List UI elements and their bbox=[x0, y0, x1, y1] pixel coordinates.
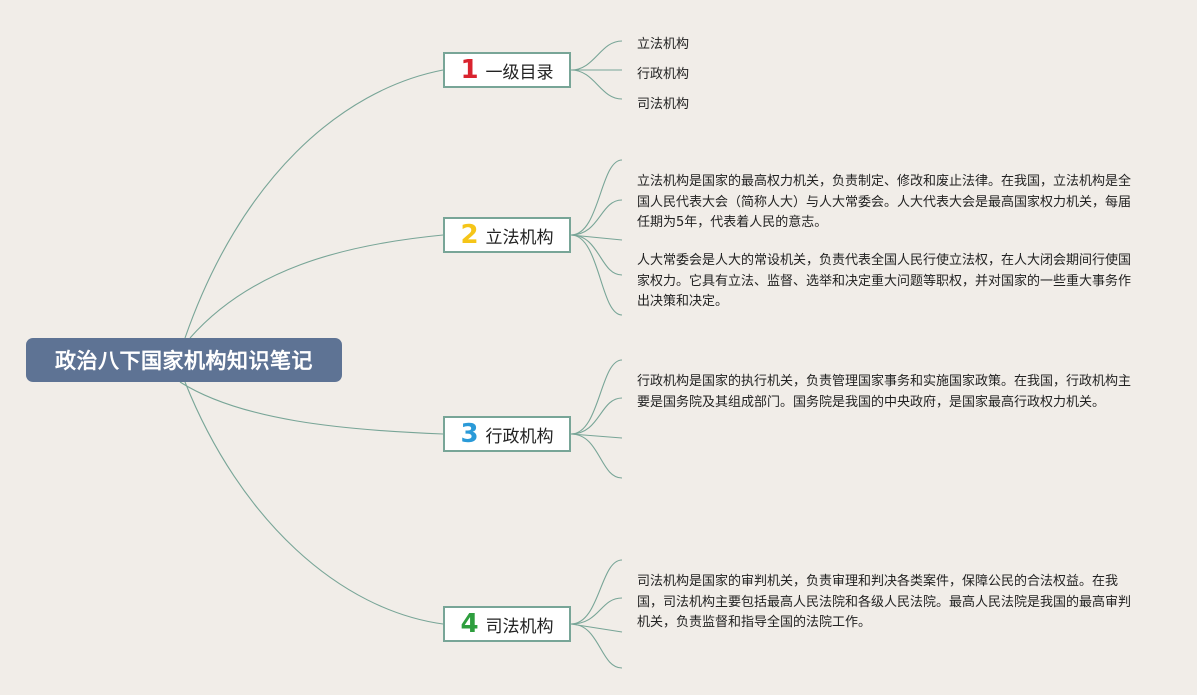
connector-root-branch2 bbox=[189, 234, 444, 339]
connector-root-branch4 bbox=[184, 381, 444, 625]
connector-b1-leaf3 bbox=[570, 69, 623, 100]
connector-b1-leaf1 bbox=[570, 40, 623, 71]
note-executive: 行政机构是国家的执行机关，负责管理国家事务和实施国家政策。在我国，行政机构主要是… bbox=[637, 374, 1132, 410]
connector-root-branch1 bbox=[184, 69, 444, 339]
root-title: 政治八下国家机构知识笔记 bbox=[55, 349, 313, 373]
note-judicial: 司法机构是国家的审判机关，负责审理和判决各类案件，保障公民的合法权益。在我国，司… bbox=[637, 574, 1132, 630]
branch-topic-4[interactable]: 4 司法机构 bbox=[443, 606, 571, 642]
branch-number-2: 2 bbox=[460, 220, 479, 250]
branch-number-3: 3 bbox=[460, 419, 479, 449]
root-topic[interactable]: 政治八下国家机构知识笔记 bbox=[26, 338, 342, 382]
branch-topic-1[interactable]: 1 一级目录 bbox=[443, 52, 571, 88]
toc-item-judicial[interactable]: 司法机构 bbox=[637, 97, 690, 112]
branch-label-2: 立法机构 bbox=[485, 227, 554, 248]
branch-topic-2[interactable]: 2 立法机构 bbox=[443, 217, 571, 253]
branch-label-1: 一级目录 bbox=[485, 62, 554, 83]
branch-number-1: 1 bbox=[460, 55, 479, 85]
toc-item-executive[interactable]: 行政机构 bbox=[637, 67, 690, 82]
branch-label-4: 司法机构 bbox=[485, 616, 554, 637]
branch-label-3: 行政机构 bbox=[485, 426, 554, 447]
branch-topic-3[interactable]: 3 行政机构 bbox=[443, 416, 571, 452]
note-legislative-2: 人大常委会是人大的常设机关，负责代表全国人民行使立法权，在人大闭会期间行使国家权… bbox=[637, 253, 1132, 309]
connector-root-branch3 bbox=[179, 381, 444, 435]
branch-number-4: 4 bbox=[460, 609, 479, 639]
toc-item-legislative[interactable]: 立法机构 bbox=[637, 37, 690, 52]
note-legislative-1: 立法机构是国家的最高权力机关，负责制定、修改和废止法律。在我国，立法机构是全国人… bbox=[637, 174, 1132, 230]
